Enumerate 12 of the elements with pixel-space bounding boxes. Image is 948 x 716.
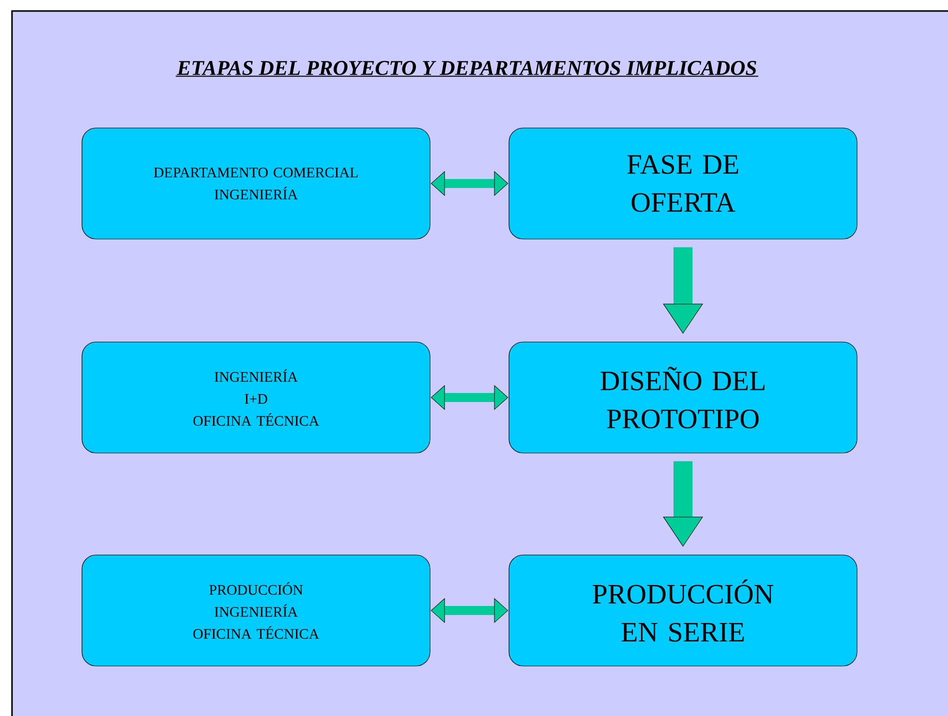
arrow xyxy=(663,461,703,546)
arrow xyxy=(663,247,703,334)
stage-box: DISEÑO DEL PROTOTIPO xyxy=(508,342,858,454)
stage-box: FASE DE OFERTA xyxy=(508,128,858,240)
stage-box: PRODUCCIÓN EN SERIE xyxy=(508,554,858,666)
department-box: DEPARTAMENTO COMERCIAL INGENIERÍA xyxy=(82,128,430,240)
department-box: PRODUCCIÓN INGENIERÍA OFICINA TÉCNICA xyxy=(82,554,430,666)
arrow xyxy=(430,598,508,623)
title: ETAPAS DEL PROYECTO Y DEPARTAMENTOS IMPLICADOS xyxy=(175,60,759,77)
arrow xyxy=(430,385,508,410)
department-box: INGENIERÍA I+D OFICINA TÉCNICA xyxy=(82,342,430,454)
arrow xyxy=(430,171,508,196)
